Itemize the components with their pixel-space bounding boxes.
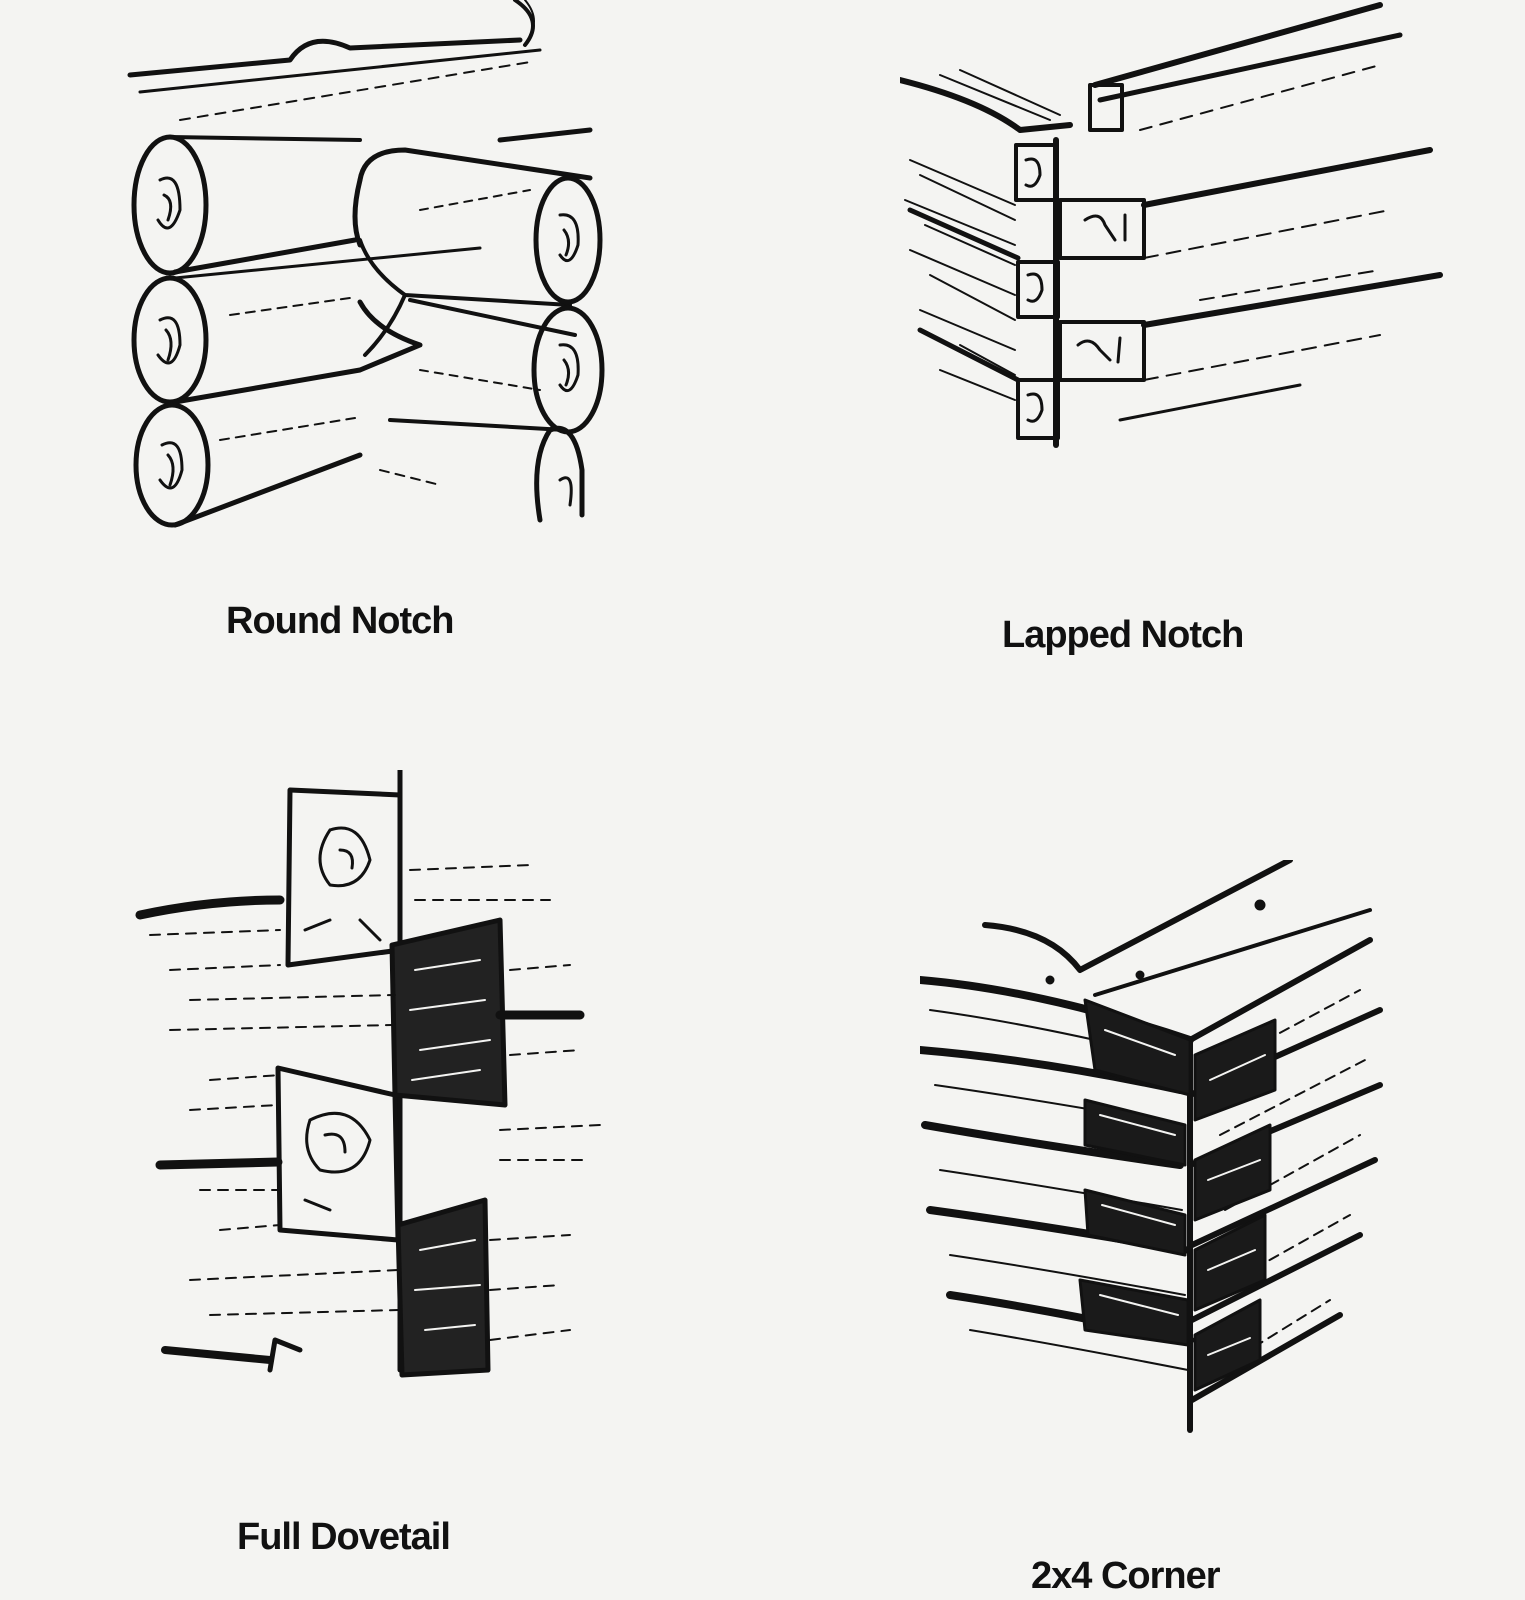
- lapped-notch-caption: Lapped Notch: [1002, 614, 1244, 656]
- corner-2x4-caption: 2x4 Corner: [1031, 1555, 1221, 1597]
- full-dovetail-caption: Full Dovetail: [237, 1516, 451, 1558]
- round-notch-caption: Round Notch: [226, 600, 455, 642]
- corner-2x4-illustration: [920, 860, 1420, 1460]
- full-dovetail-illustration: [130, 770, 630, 1410]
- lapped-notch-illustration: [900, 0, 1460, 470]
- round-notch-illustration: [120, 0, 620, 540]
